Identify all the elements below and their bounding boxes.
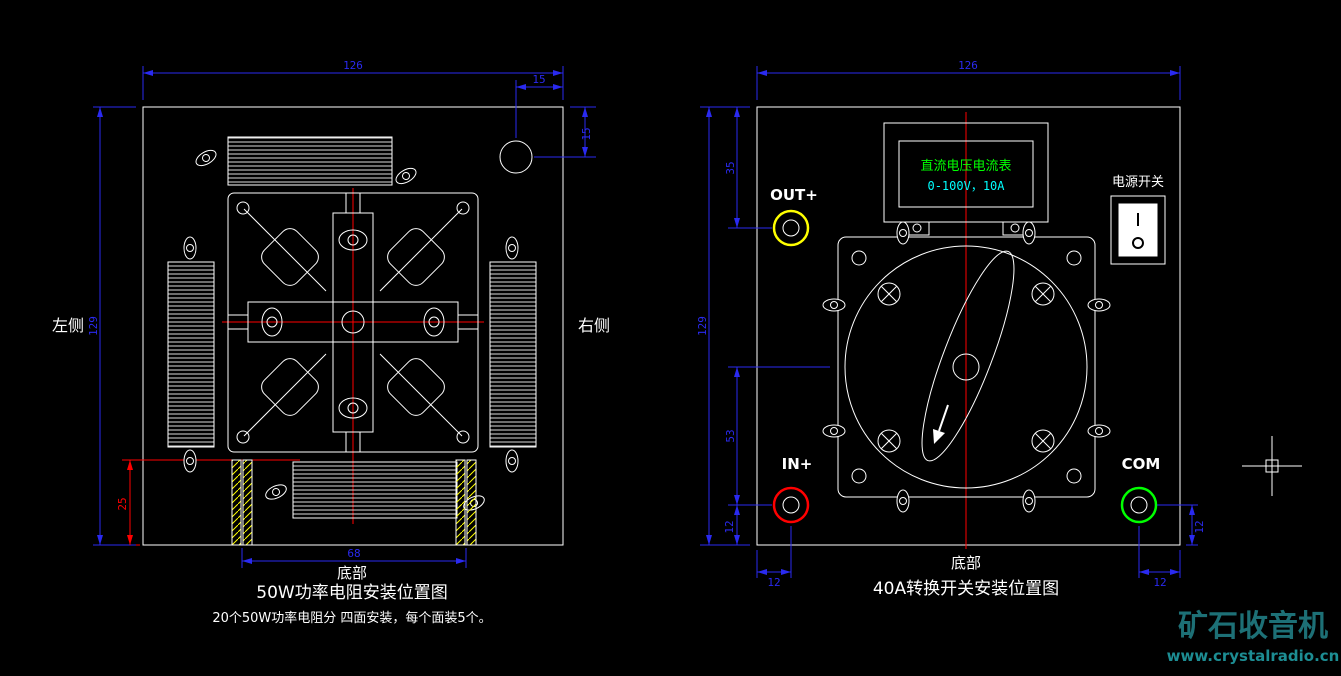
left-panel-outline <box>142 106 564 546</box>
dim-edge-v-left: 12 <box>723 520 736 533</box>
left-drawing: 126 129 15 15 25 68 左侧 右侧 底部 50W功率电阻安装位置… <box>52 59 610 626</box>
right-drawing: 直流电压电流表 0-100V，10A 电源开关 <box>696 59 1206 599</box>
handle-arrow-head <box>933 429 945 444</box>
dim-hole-offset-h: 15 <box>532 73 545 86</box>
left-drawing-subtitle: 20个50W功率电阻分 四面安装，每个面装5个。 <box>212 610 491 626</box>
terminal-out-label: OUT+ <box>770 186 818 204</box>
dim-width-right: 126 <box>958 59 978 72</box>
dim-strip-span: 68 <box>347 547 360 560</box>
meter-line2: 0-100V，10A <box>927 179 1005 193</box>
dim-edge-h-left: 12 <box>767 576 780 589</box>
right-panel-outline <box>756 106 1181 546</box>
watermark: 矿石收音机 www.crystalradio.cn <box>1167 609 1340 665</box>
terminal-in[interactable]: IN+ <box>772 455 813 524</box>
power-switch[interactable]: 电源开关 <box>1110 175 1166 265</box>
label-right-side: 右侧 <box>578 316 610 335</box>
resistor-top <box>192 136 420 188</box>
terminal-com[interactable]: COM <box>1120 455 1161 524</box>
label-bottom-right-drawing: 底部 <box>951 554 981 572</box>
rocker-off-mark <box>1132 237 1144 249</box>
switch-handle[interactable] <box>905 243 1030 469</box>
resistor-right <box>489 236 537 473</box>
crosshair-cursor <box>1242 436 1302 496</box>
resistor-bottom <box>262 461 488 519</box>
terminal-in-label: IN+ <box>782 455 813 473</box>
dim-width: 126 <box>343 59 363 72</box>
label-left-side: 左侧 <box>52 316 84 335</box>
left-dimensions: 126 129 15 15 25 68 <box>87 59 596 568</box>
label-bottom-left-drawing: 底部 <box>337 564 367 582</box>
terminal-com-label: COM <box>1122 455 1161 473</box>
mounting-strips <box>231 459 477 546</box>
dim-height-right: 129 <box>696 316 709 336</box>
left-drawing-title: 50W功率电阻安装位置图 <box>256 583 447 603</box>
power-switch-label: 电源开关 <box>1112 175 1164 190</box>
right-dimensions: 126 129 35 53 12 12 12 12 <box>696 59 1206 589</box>
dim-in-offset: 53 <box>724 429 737 442</box>
watermark-title: 矿石收音机 <box>1178 609 1328 644</box>
rotary-switch[interactable] <box>822 221 1111 513</box>
dim-resistor-offset: 25 <box>116 497 129 510</box>
heatsink-profile <box>227 192 479 453</box>
dim-height: 129 <box>87 316 100 336</box>
meter-line1: 直流电压电流表 <box>920 159 1011 174</box>
watermark-url: www.crystalradio.cn <box>1167 647 1340 665</box>
panel-meter: 直流电压电流表 0-100V，10A <box>883 122 1049 236</box>
terminal-out[interactable]: OUT+ <box>770 186 818 247</box>
resistor-left <box>167 236 215 473</box>
dim-hole-offset-v: 15 <box>580 127 593 140</box>
handle-arrow-shaft <box>938 404 949 432</box>
dim-edge-v-right: 12 <box>1193 520 1206 533</box>
right-drawing-title: 40A转换开关安装位置图 <box>873 579 1059 599</box>
dim-out-offset: 35 <box>724 161 737 174</box>
dim-edge-h-right: 12 <box>1153 576 1166 589</box>
corner-hole <box>499 140 533 174</box>
